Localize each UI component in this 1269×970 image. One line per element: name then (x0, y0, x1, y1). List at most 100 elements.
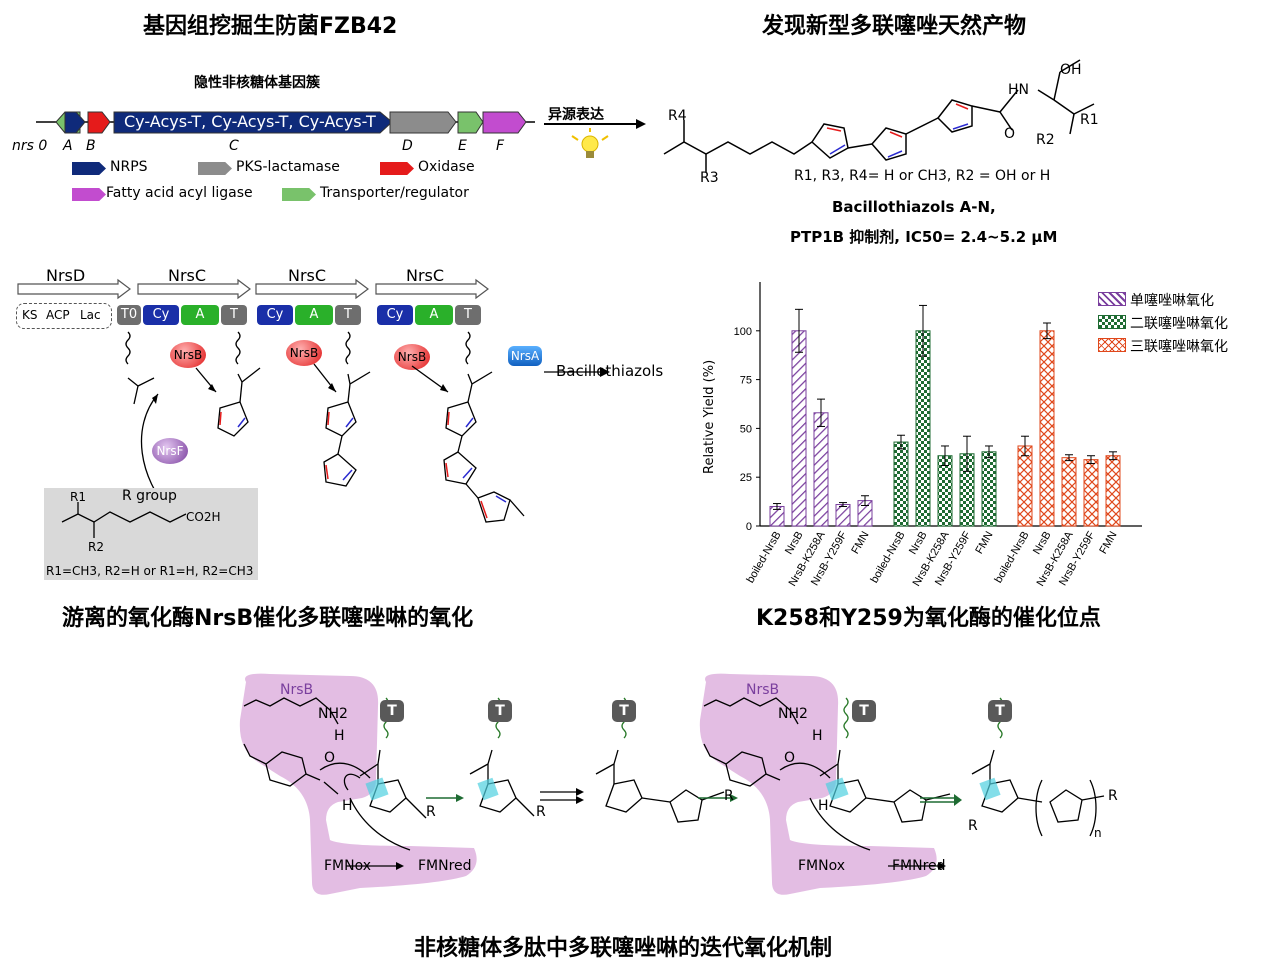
legend-label-nrps: NRPS (110, 159, 148, 175)
panel-c-caption: 游离的氧化酶NrsB催化多联噻唑啉的氧化 (62, 606, 474, 631)
t-domain-1: T (380, 700, 404, 722)
nrsb-oval-1: NrsB (170, 342, 206, 368)
gene-b (87, 111, 111, 134)
domain-cy-2: Cy (257, 305, 293, 325)
phenol-o-label-2: O (784, 750, 796, 766)
product-bacillothiazols: Bacillothiazols (556, 362, 664, 380)
y-tick-label: 75 (740, 375, 752, 387)
r-label-1: R (426, 804, 436, 820)
legend-swatch-transporter (282, 188, 316, 201)
alpha-h-label-2: H (818, 798, 829, 814)
substituents-text: R1, R3, R4= H or CH3, R2 = OH or H (794, 168, 1051, 184)
phenol-o-label-1: O (324, 750, 336, 766)
r1-group-label: R1 (70, 490, 86, 504)
domain-a-1: A (181, 305, 219, 325)
bar (915, 330, 931, 527)
domain-ks: KS (22, 308, 38, 322)
oh-label: OH (1060, 62, 1082, 78)
domain-t-1: T (221, 305, 247, 325)
x-tick-label: NrsB (907, 530, 930, 557)
legend-swatch-mono (1098, 292, 1126, 306)
compound-name: Bacillothiazols A-N, (832, 198, 996, 216)
module-nrsc-1: NrsC (168, 266, 207, 285)
bar (1061, 457, 1077, 527)
nrsb-label-2: NrsB (746, 682, 780, 698)
domain-acp: ACP (46, 308, 70, 322)
domain-a-3: A (415, 305, 453, 325)
fmn-ox-label-2: FMNox (798, 858, 846, 874)
bar (835, 504, 851, 527)
t-domain-2: T (488, 700, 512, 722)
r4-label: R4 (668, 108, 687, 124)
panel-e-caption: 非核糖体多肽中多联噻唑啉的迭代氧化机制 (414, 936, 833, 961)
domain-t-2: T (335, 305, 361, 325)
panel-d-caption: K258和Y259为氧化酶的催化位点 (756, 606, 1101, 631)
nrsa-box: NrsA (508, 346, 542, 366)
r-label-4: R (968, 818, 978, 834)
legend-swatch-nrps (72, 162, 106, 175)
r2-label: R2 (1036, 132, 1055, 148)
legend-label-mono: 单噻唑啉氧化 (1130, 293, 1214, 309)
gene-c (113, 111, 393, 134)
iterative-oxidation-mechanism (239, 673, 1105, 895)
x-tick-label: boiled-NrsB (744, 530, 783, 586)
x-tick-label: boiled-NrsB (868, 530, 907, 586)
nrsb-pocket-2 (699, 673, 937, 895)
bar (791, 330, 807, 527)
r-group-structure (61, 502, 187, 538)
r-group-label: R group (122, 488, 177, 504)
gene-c-text: Cy-Acys-T, Cy-Acys-T, Cy-Acys-T (124, 112, 376, 131)
domain-t-3: T (455, 305, 481, 325)
t-domain-3: T (612, 700, 636, 722)
gene-label-a: A (63, 138, 73, 154)
x-tick-label: NrsB (1031, 530, 1054, 557)
x-tick-label: boiled-NrsB (992, 530, 1031, 586)
module-nrsc-3: NrsC (406, 266, 445, 285)
gene-label-d: D (402, 138, 413, 154)
bar (813, 412, 829, 527)
gene-label-nrs0: nrs 0 (12, 138, 48, 154)
nrsb-oval-2: NrsB (286, 340, 322, 366)
t-domain-5: T (988, 700, 1012, 722)
r-group-box (44, 488, 258, 580)
hn-label: HN (1008, 82, 1029, 98)
x-tick-label: FMN (849, 529, 871, 556)
gene-e (457, 111, 484, 134)
nh2-label-2: NH2 (778, 706, 808, 722)
nrsf-oval: NrsF (152, 438, 188, 464)
bar (981, 451, 997, 527)
h-label-1: H (334, 728, 345, 744)
legend-label-ligase: Fatty acid acyl ligase (106, 185, 253, 201)
y-tick-label: 100 (734, 326, 752, 338)
gene-a (64, 111, 86, 134)
gene-cluster-diagram (36, 111, 535, 134)
nrsb-label-1: NrsB (280, 682, 314, 698)
r-label-2: R (536, 804, 546, 820)
bar (1083, 459, 1099, 527)
legend-label-tri: 三联噻唑啉氧化 (1130, 339, 1228, 355)
x-tick-label: FMN (1097, 529, 1119, 556)
module-nrsc-2: NrsC (288, 266, 327, 285)
panel-b-title: 发现新型多联噻唑天然产物 (762, 14, 1027, 39)
legend-swatch-tri (1098, 338, 1126, 352)
legend-swatch-ligase (72, 188, 106, 201)
bacillothiazol-structure (663, 59, 1095, 172)
nh2-label-1: NH2 (318, 706, 348, 722)
bar (1017, 445, 1033, 527)
legend-label-oxidase: Oxidase (418, 159, 475, 175)
fmn-red-label-1: FMNred (418, 858, 472, 874)
legend-swatch-pks (198, 162, 232, 175)
legend-swatch-bi (1098, 315, 1126, 329)
o-label: O (1004, 126, 1016, 142)
panel-a-title: 基因组挖掘生防菌FZB42 (143, 14, 398, 39)
expression-arrow (544, 119, 646, 158)
chart-ylabel: Relative Yield (%) (702, 359, 717, 474)
gene-f (482, 111, 527, 134)
alpha-h-label-1: H (342, 798, 353, 814)
legend-swatch-oxidase (380, 162, 414, 175)
fmn-ox-label-1: FMNox (324, 858, 372, 874)
y-tick-label: 50 (740, 423, 752, 435)
co2h-label: CO2H (186, 510, 221, 524)
gene-label-f: F (496, 138, 505, 154)
